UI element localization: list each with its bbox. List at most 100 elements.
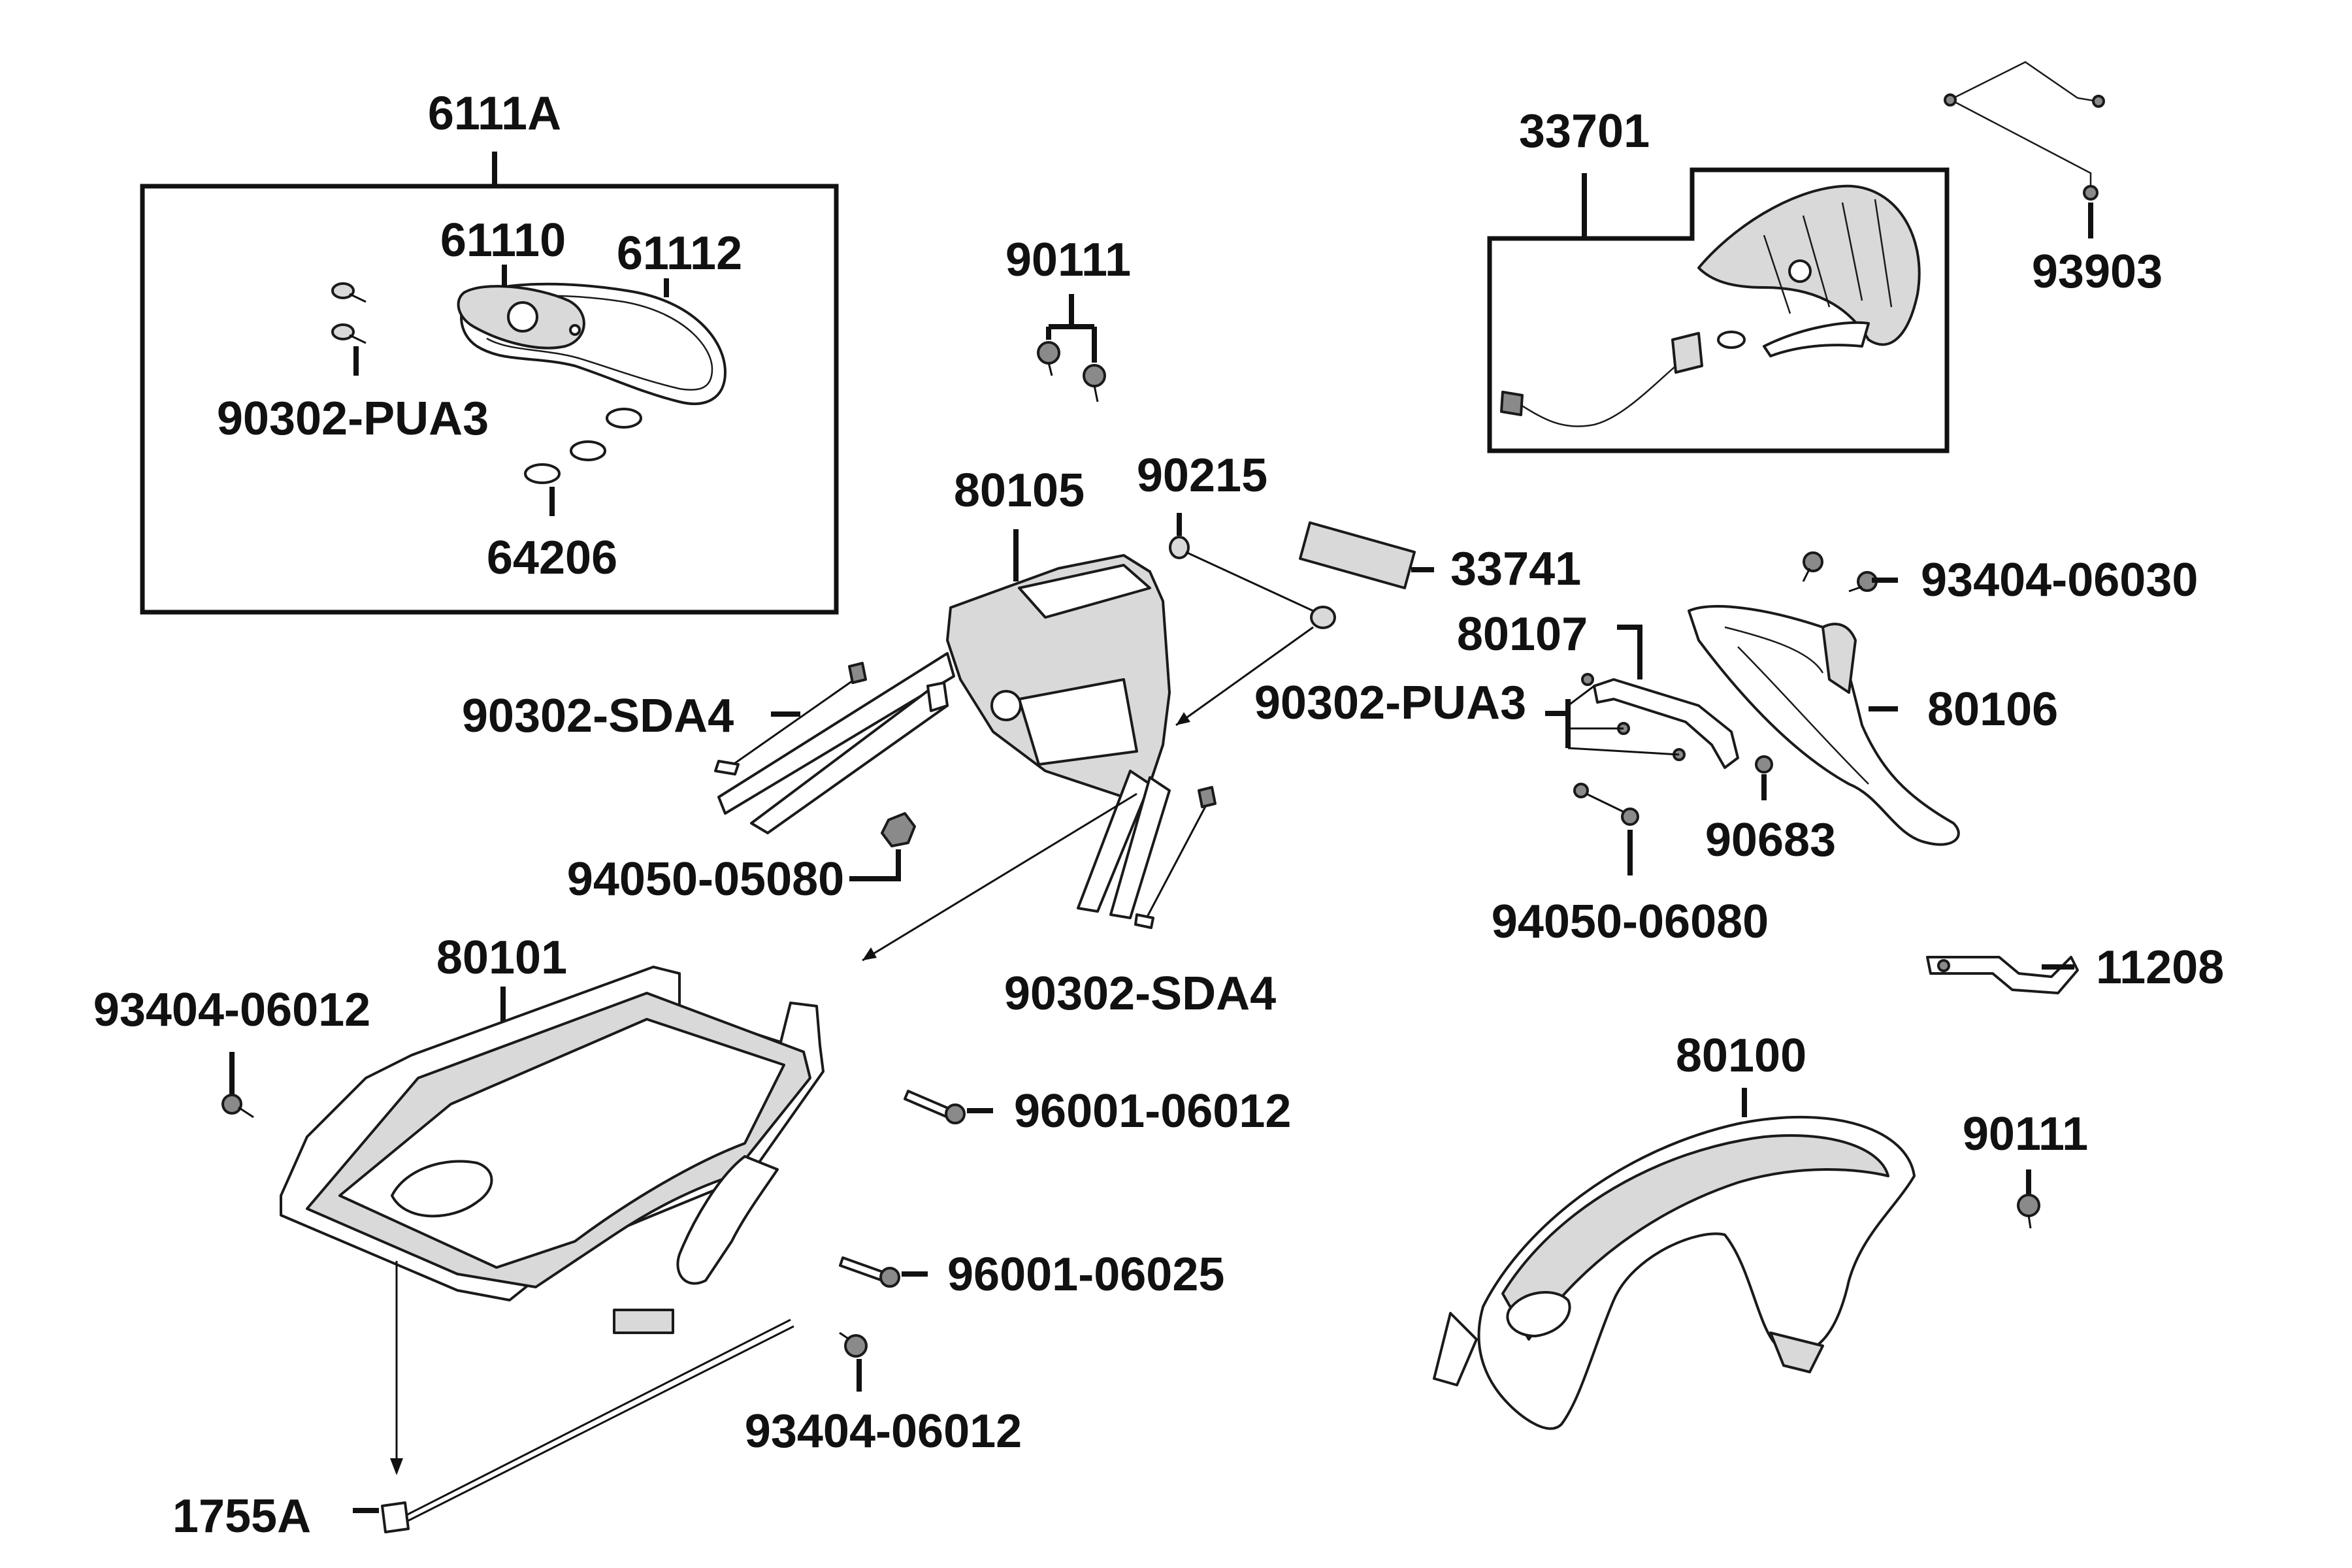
arrow-90215 [1175, 626, 1314, 727]
label-61112: 61112 [617, 227, 742, 280]
cable-90302-SDA4-a [728, 675, 860, 769]
label-90302-PUA3-b: 90302-PUA3 [1254, 677, 1526, 729]
group-96001-06012: 96001-06012 [904, 1085, 1291, 1137]
nut-94050-06080-b [1621, 808, 1639, 826]
frame-80105-plate [1018, 678, 1138, 766]
tie-90302-SDA4-b [1198, 786, 1217, 808]
group-6111A: 6111A 61110 61112 90302-PUA3 64206 [140, 88, 839, 615]
bolt-93404-06012-b [839, 1331, 868, 1358]
label-61110: 61110 [440, 214, 566, 267]
group-33741: 33741 [1299, 521, 1581, 595]
tie-90302-SDA4-b-end [1134, 913, 1154, 929]
wire-end-c [2083, 185, 2099, 201]
nut-94050-05080 [881, 812, 916, 847]
label-90302-SDA4-b: 90302-SDA4 [1004, 968, 1276, 1020]
group-33701: 33701 [1487, 105, 1950, 453]
nut-94050-06080-a [1573, 783, 1589, 798]
tail-light-bulb-socket [1671, 332, 1703, 374]
label-93903: 93903 [2032, 246, 2163, 298]
group-90302-SDA4-b: 90302-SDA4 [1004, 786, 1276, 1020]
label-80101: 80101 [436, 932, 567, 984]
tail-light-socket [1788, 259, 1812, 283]
label-93404-06012-b: 93404-06012 [745, 1405, 1022, 1458]
arrow-head-90215 [1176, 712, 1190, 725]
bracket-80107 [1593, 678, 1739, 769]
fender-80100-tab-right [1769, 1331, 1824, 1373]
bolt-96001-06025-head [879, 1267, 900, 1288]
label-90302-SDA4-a: 90302-SDA4 [462, 690, 734, 742]
label-80100: 80100 [1676, 1030, 1806, 1082]
grommet-line [1185, 551, 1314, 612]
leader-90302-PUA3-b-fan [1567, 685, 1680, 756]
bolt-93404-06012-a [221, 1094, 254, 1119]
tie-90302-SDA4-a [848, 662, 867, 684]
bracket-80107-screw-a [1581, 673, 1594, 686]
label-1755A: 1755A [172, 1490, 311, 1543]
group-90302-SDA4-a: 90302-SDA4 [462, 662, 867, 776]
group-94050-05080: 94050-05080 [567, 812, 916, 906]
leader-90111-top [1046, 294, 1097, 363]
group-90683: 90683 [1705, 755, 1836, 866]
label-33701: 33701 [1519, 105, 1650, 157]
tail-light-bulb [1717, 331, 1746, 349]
tray-80101-lip [613, 1309, 674, 1334]
group-80105: 80105 [717, 465, 1171, 919]
wire-end-b [2092, 95, 2105, 108]
frame-6111A [140, 184, 839, 615]
label-93404-06012-a: 93404-06012 [93, 984, 370, 1036]
leader-94050-05080 [849, 849, 901, 881]
grommet-90215-b [1310, 606, 1336, 629]
wire-end-a [1944, 93, 1957, 106]
label-80106: 80106 [1927, 683, 2058, 736]
grommet-90215 [1169, 536, 1190, 559]
frame-80105-right-arm-2 [1109, 776, 1171, 919]
label-90111-top: 90111 [1005, 234, 1131, 286]
tail-light-reflector [1763, 321, 1870, 357]
screw-90111-top-a [1037, 341, 1060, 376]
leader-90302-PUA3-b [1545, 699, 1571, 748]
clip-90683 [1755, 755, 1773, 774]
label-90302-PUA3-a: 90302-PUA3 [217, 393, 489, 445]
label-90215: 90215 [1137, 449, 1267, 502]
group-93404-06012-b: 93404-06012 [745, 1331, 1022, 1458]
tail-light-wire [1515, 365, 1676, 427]
reflector-33741 [1299, 521, 1416, 589]
label-11208: 11208 [2096, 941, 2224, 994]
nut-94050-06080-line [1586, 792, 1627, 815]
group-80106: 80106 [1688, 605, 2058, 846]
frame-80105-top [1018, 564, 1151, 619]
frame-80105-hole [990, 690, 1022, 721]
frame-80105-tab [926, 681, 949, 712]
seat-plate-bolt [569, 324, 581, 336]
seat-plate-hole [507, 301, 538, 333]
seat-pad-inner [480, 295, 713, 391]
tie-90302-SDA4-a-end [714, 760, 740, 776]
frame-80105-left-arm [717, 652, 955, 815]
bracket-11208 [1926, 956, 2079, 994]
label-94050-06080: 94050-06080 [1492, 896, 1769, 948]
group-93903: 93903 [1944, 61, 2163, 298]
label-64206: 64206 [487, 532, 617, 584]
group-90215: 90215 [1137, 449, 1336, 727]
tray-80101-opening [391, 1160, 493, 1218]
group-80107: 80107 90302-PUA3 [1254, 608, 1739, 769]
bolt-93404-06030-a [1802, 551, 1823, 582]
frame-80105-right-arm [1077, 770, 1151, 913]
bracket-11208-hole [1937, 959, 1950, 972]
group-96001-06025: 96001-06025 [839, 1249, 1224, 1301]
leader-80107 [1617, 625, 1642, 679]
group-94050-06080: 94050-06080 [1492, 783, 1769, 948]
group-93404-06012-a: 93404-06012 [93, 984, 370, 1119]
group-93404-06030: 93404-06030 [1802, 551, 2198, 606]
group-80100: 80100 [1433, 1030, 1916, 1430]
washer-64206-a [606, 408, 642, 429]
tail-light-ribs [1763, 199, 1893, 314]
group-90111-right: 90111 [1963, 1108, 2088, 1229]
washer-64206-b [570, 440, 606, 461]
tray-80101-fork [676, 1155, 779, 1285]
label-6111A: 6111A [428, 88, 561, 140]
rear-cover-lines [1724, 626, 1869, 785]
label-96001-06012: 96001-06012 [1014, 1085, 1291, 1137]
